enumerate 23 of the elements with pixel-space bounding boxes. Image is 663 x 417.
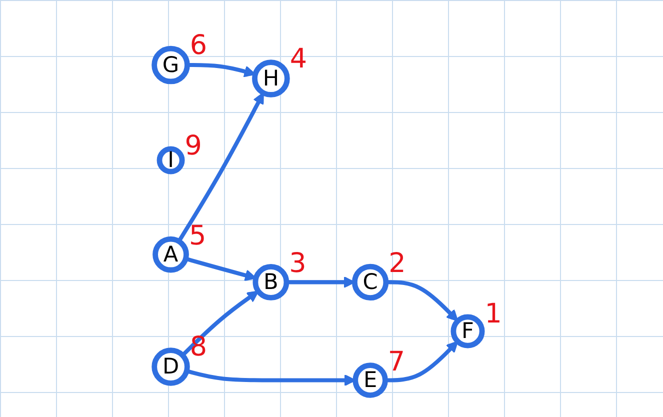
arrow	[180, 290, 259, 356]
node-number: 5	[188, 220, 206, 251]
arrow	[386, 280, 458, 322]
node-circle: D	[151, 347, 190, 386]
arrow	[177, 92, 264, 242]
node-number: 8	[190, 331, 207, 362]
arrow	[186, 368, 356, 386]
node-number: 7	[388, 346, 405, 378]
node-circle: A	[152, 236, 189, 272]
node-circle: H	[252, 59, 290, 97]
node-number: 3	[289, 248, 306, 279]
node-circle: E	[352, 362, 388, 398]
node-number: 4	[290, 43, 307, 74]
node-circle: G	[151, 45, 190, 84]
node-number: 2	[388, 247, 406, 278]
node-circle: B	[252, 263, 289, 300]
node-circle: F	[450, 314, 485, 348]
node-circle: I	[156, 146, 185, 174]
node-number: 6	[190, 29, 207, 60]
node-number: 9	[184, 130, 202, 161]
arrow	[385, 340, 458, 382]
node-number: 1	[484, 298, 502, 329]
node-circle: C	[352, 263, 388, 300]
